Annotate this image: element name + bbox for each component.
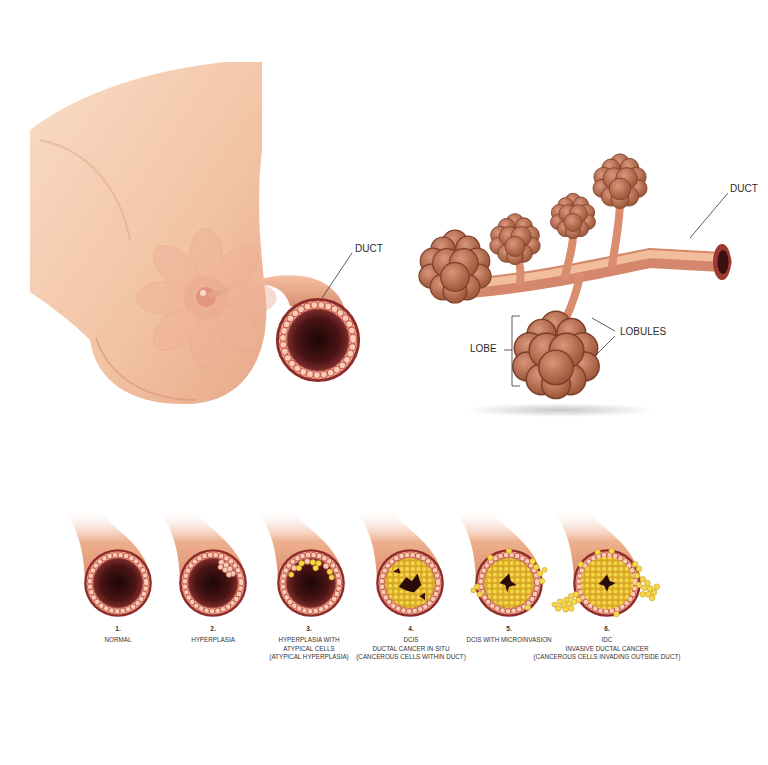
part-label: LOBULES	[620, 326, 666, 338]
lobule-illustration	[419, 154, 731, 417]
stage-2-hyperplasia	[158, 508, 246, 617]
stage-caption: 5. DCIS WITH MICROINVASION	[419, 625, 599, 645]
stage-3-atypical-hyperplasia	[256, 508, 344, 617]
stage-6-idc	[552, 508, 660, 617]
stage-label: IDC	[517, 636, 697, 644]
stage-caption: 1. NORMAL	[28, 625, 208, 645]
breast-illustration	[30, 62, 360, 404]
callout-number: 1.	[28, 625, 208, 633]
stage-caption: 6. IDCINVASIVE DUCTAL CANCER(CANCEROUS CE…	[517, 625, 697, 661]
stage-label: NORMAL	[28, 636, 208, 644]
stage-label: DCIS WITH MICROINVASION	[419, 636, 599, 644]
callout-number: 2.	[123, 625, 303, 633]
stage-label: HYPERPLASIA WITH ATYPICAL CELLS	[269, 636, 349, 652]
stage-5-microinvasion	[454, 508, 547, 617]
stage-label: (CANCEROUS CELLS WITHIN DUCT)	[321, 653, 501, 661]
stage-1-normal	[63, 508, 151, 617]
callout-number: 5.	[419, 625, 599, 633]
stage-label: (CANCEROUS CELLS INVADING OUTSIDE DUCT)	[517, 653, 697, 661]
stage-label: HYPERPLASIA	[123, 636, 303, 644]
callout-number: 4.	[321, 625, 501, 633]
stage-caption: 2. HYPERPLASIA	[123, 625, 303, 645]
part-label: DUCT	[355, 243, 383, 255]
callout-number: 6.	[517, 625, 697, 633]
callout-number: 3.	[219, 625, 399, 633]
part-label: DUCT	[730, 183, 758, 195]
stage-4-dcis	[355, 508, 443, 617]
stage-label: DUCTAL CANCER IN SITU	[321, 645, 501, 653]
stage-label: INVASIVE DUCTAL CANCER	[517, 645, 697, 653]
part-label: LOBE	[470, 343, 497, 355]
